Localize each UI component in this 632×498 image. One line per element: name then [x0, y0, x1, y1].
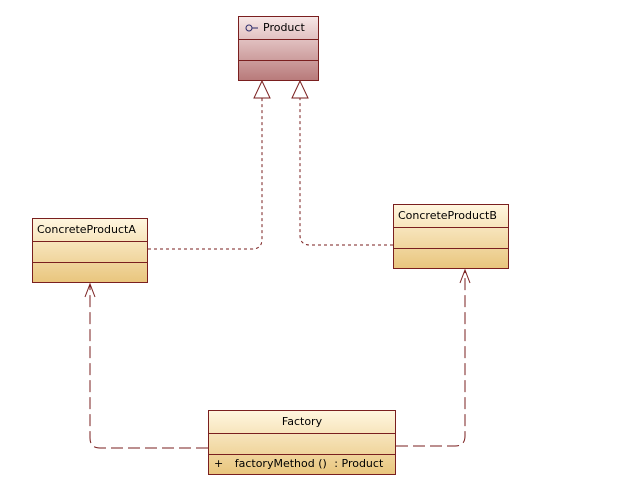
dependency-arrowhead-b [459, 268, 471, 284]
class-factory-operations: + factoryMethod () : Product [209, 454, 395, 474]
class-concrete-product-b-operations [394, 248, 508, 268]
class-concrete-product-a-name: ConcreteProductA [37, 223, 136, 236]
operation-signature: factoryMethod () [234, 457, 327, 470]
dependency-arrowhead-a [84, 282, 96, 298]
class-factory[interactable]: Factory + factoryMethod () : Product [208, 410, 396, 475]
interface-lollipop-icon [245, 24, 258, 32]
class-concrete-product-b-attributes [394, 227, 508, 248]
class-factory-name: Factory [281, 415, 323, 428]
class-product-name: Product [263, 21, 305, 34]
class-product[interactable]: Product [238, 16, 319, 81]
class-concrete-product-a-operations [33, 262, 147, 282]
operation-return-type: : Product [334, 457, 384, 470]
dependency-connector-a [89, 285, 208, 449]
class-concrete-product-a[interactable]: ConcreteProductA [32, 218, 148, 283]
operation-visibility: + [214, 457, 224, 470]
realization-connector-a [148, 98, 263, 250]
class-product-operations [239, 60, 318, 80]
class-concrete-product-b-name: ConcreteProductB [398, 209, 497, 222]
class-product-attributes [239, 39, 318, 60]
class-concrete-product-a-attributes [33, 241, 147, 262]
realization-connector-b [299, 98, 393, 246]
class-factory-attributes [209, 433, 395, 454]
class-product-header: Product [239, 17, 318, 39]
realization-arrowhead-b [291, 79, 309, 99]
realization-arrowhead-a [253, 79, 271, 99]
dependency-connector-b [396, 271, 466, 447]
class-concrete-product-b[interactable]: ConcreteProductB [393, 204, 509, 269]
